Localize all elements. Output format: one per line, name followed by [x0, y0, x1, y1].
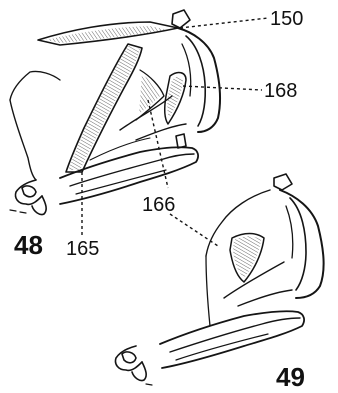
figure-number-48: 48	[14, 230, 43, 260]
figure-number-49: 49	[276, 362, 305, 392]
callout-150: 150	[270, 8, 303, 30]
callout-168: 168	[264, 80, 297, 102]
callout-166: 166	[142, 194, 175, 216]
figure-48-drawing	[10, 10, 220, 215]
callout-165: 165	[66, 238, 99, 260]
